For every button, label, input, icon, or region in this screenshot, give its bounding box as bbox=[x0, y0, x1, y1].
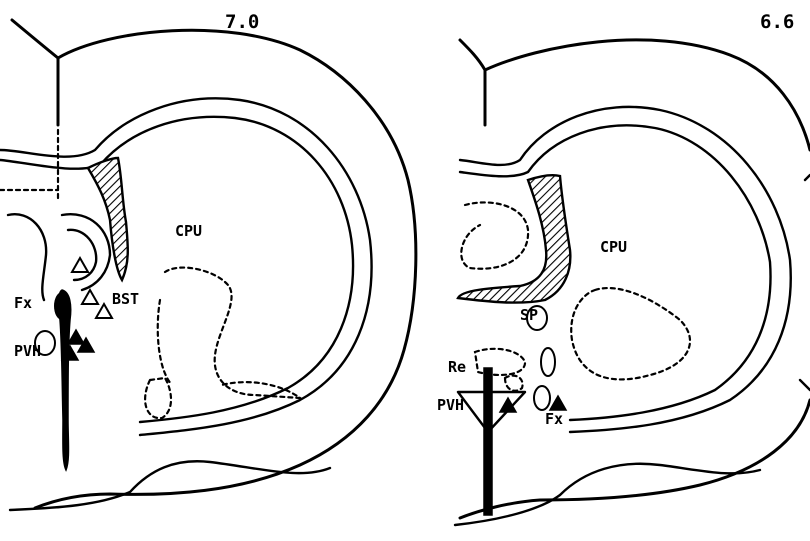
small-dotted-circle bbox=[505, 376, 523, 391]
pvh-column bbox=[484, 368, 492, 515]
corpus-callosum-outer bbox=[460, 107, 791, 432]
re-dotted-oval bbox=[475, 349, 525, 375]
bst-label: BST bbox=[112, 290, 139, 308]
corpus-callosum-outer bbox=[0, 98, 372, 435]
cpu-label: CPU bbox=[175, 222, 202, 240]
open-triangle bbox=[72, 258, 88, 272]
fx-label: Fx bbox=[14, 294, 32, 312]
dotted-oval-upper bbox=[461, 202, 528, 268]
fx-label: Fx bbox=[545, 410, 563, 428]
filled-triangle bbox=[550, 396, 566, 410]
septum-arc bbox=[62, 214, 110, 290]
cpu-label: CPU bbox=[600, 238, 627, 256]
small-dotted-oval bbox=[145, 378, 171, 418]
corpus-callosum-inner bbox=[0, 117, 353, 422]
section-level-label: 7.0 bbox=[225, 11, 259, 33]
sp-label: SP bbox=[520, 306, 538, 324]
midline-top bbox=[460, 40, 485, 125]
fx-small-oval bbox=[541, 348, 555, 376]
section-left: 7.0 CPU BST bbox=[0, 11, 416, 510]
basal-outline bbox=[10, 461, 330, 510]
section-right: 6.6 CPU SP Re PVH Fx bbox=[437, 11, 810, 525]
cortex-outline bbox=[485, 40, 810, 150]
pvh-label: PVH bbox=[14, 342, 41, 360]
open-triangle bbox=[82, 290, 98, 304]
section-level-label: 6.6 bbox=[760, 11, 794, 33]
cortex-outline-right bbox=[460, 400, 810, 518]
cpu-dotted-inner bbox=[158, 300, 172, 385]
midline-top bbox=[12, 20, 58, 125]
basal-outline bbox=[455, 464, 760, 525]
open-triangle bbox=[96, 304, 112, 318]
cpu-dotted-region bbox=[571, 288, 690, 379]
corpus-callosum-inner bbox=[460, 125, 771, 420]
septum-left bbox=[8, 214, 46, 300]
filled-triangle bbox=[68, 330, 84, 344]
lateral-ventricle bbox=[458, 175, 570, 302]
re-label: Re bbox=[448, 358, 466, 376]
pvh-label: PVH bbox=[437, 396, 464, 414]
fx-dark-oval bbox=[54, 292, 70, 320]
fx-oval bbox=[534, 386, 550, 410]
cpu-dotted-region bbox=[165, 268, 300, 398]
right-edge bbox=[800, 175, 810, 390]
